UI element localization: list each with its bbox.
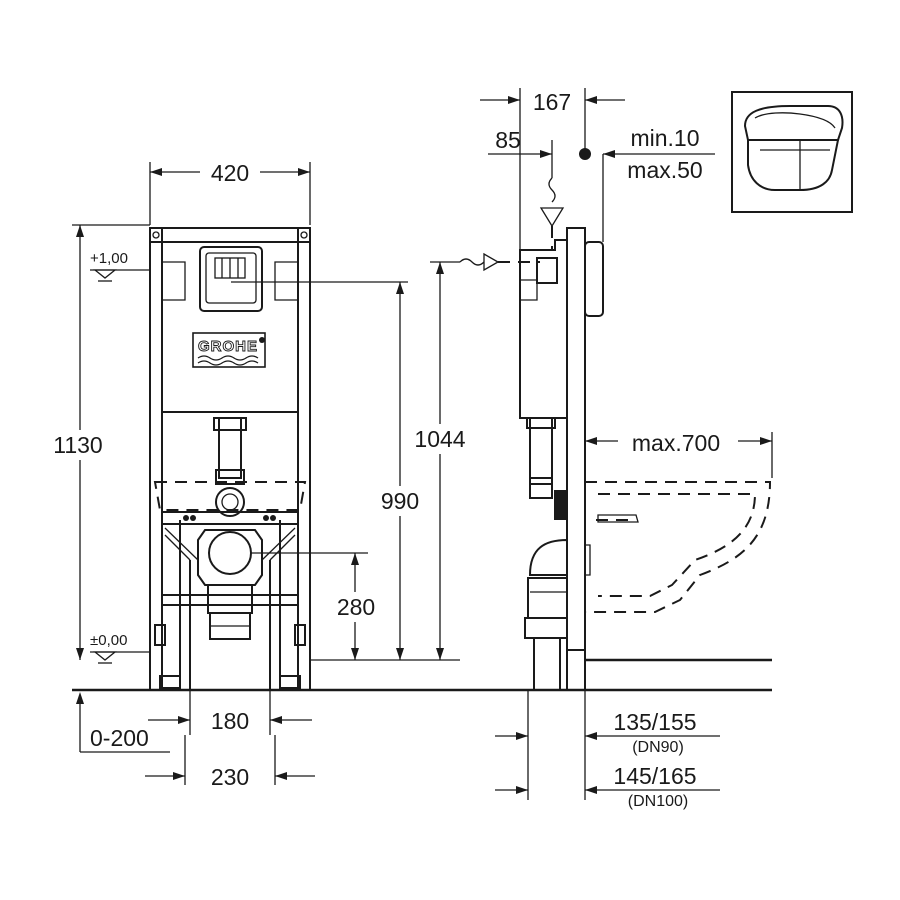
svg-text:420: 420 — [211, 160, 249, 186]
svg-text:max.50: max.50 — [627, 157, 702, 183]
dim-frame-height: 1130 — [42, 224, 150, 660]
cistern-side — [519, 239, 568, 419]
svg-text:280: 280 — [337, 594, 375, 620]
dim-drain-height: 280 — [330, 553, 382, 660]
svg-text:1044: 1044 — [414, 426, 465, 452]
svg-text:GROHE: GROHE — [198, 338, 258, 355]
dim-pan-projection: max.700 — [585, 428, 773, 478]
dim-drain-dn90: 135/155 (DN90) — [495, 690, 720, 800]
frame-post-right — [297, 227, 311, 691]
svg-text:167: 167 — [533, 89, 571, 115]
svg-text:145/165: 145/165 — [613, 763, 696, 789]
flush-symbol — [539, 177, 565, 250]
drain-bend — [197, 529, 263, 586]
brand-logo: GROHE — [192, 332, 266, 368]
svg-text:min.10: min.10 — [630, 125, 699, 151]
svg-text:230: 230 — [211, 764, 249, 790]
wall-hung-toilet-icon — [731, 91, 853, 213]
drain-bend-side — [528, 538, 568, 576]
svg-text:0-200: 0-200 — [90, 725, 149, 751]
dim-foot-spacing-inner: 180 — [148, 690, 312, 735]
svg-text:(DN90): (DN90) — [632, 739, 684, 756]
dim-foot-spacing-outer: 230 — [145, 735, 315, 790]
svg-text:85: 85 — [495, 127, 521, 153]
svg-text:max.700: max.700 — [632, 430, 720, 456]
dim-floor-offset: 0-200 — [76, 692, 170, 753]
dim-button-height: 1044 — [310, 261, 476, 661]
dim-depth-supply: 85 — [488, 127, 553, 178]
level-marker-upper: +1,00 — [90, 250, 150, 282]
dim-depth-total: 167 — [480, 88, 625, 250]
dim-drain-dn100: 145/165 (DN100) — [495, 763, 720, 810]
flush-plate-opening — [199, 246, 263, 312]
svg-text:(DN100): (DN100) — [628, 793, 688, 810]
dim-frame-width: 420 — [149, 158, 311, 225]
dim-wall-thickness: min.10 max.50 — [579, 125, 715, 242]
svg-text:135/155: 135/155 — [613, 709, 696, 735]
frame-post-side — [566, 227, 586, 651]
frame-post-left — [149, 227, 163, 691]
svg-text:±0,00: ±0,00 — [90, 632, 127, 649]
flush-plate-profile — [584, 241, 604, 317]
front-view: GROHE — [42, 158, 772, 790]
side-view: 167 85 min.10 max.50 max.700 — [459, 88, 773, 810]
water-supply-symbol — [459, 252, 540, 272]
dim-button-center: 990 — [372, 282, 428, 660]
svg-text:+1,00: +1,00 — [90, 250, 128, 267]
svg-text:1130: 1130 — [53, 432, 102, 458]
svg-text:990: 990 — [381, 488, 419, 514]
frame-top-rail — [149, 227, 311, 243]
level-marker-zero: ±0,00 — [90, 632, 150, 664]
svg-text:180: 180 — [211, 708, 249, 734]
pan-outline-side — [585, 481, 772, 613]
pan-outline-front — [153, 481, 307, 511]
